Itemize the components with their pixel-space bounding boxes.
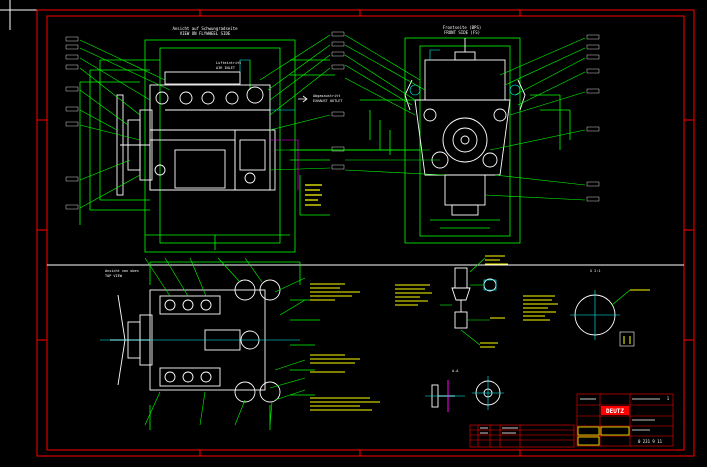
air-inlet-label: Lufteintritt	[216, 61, 241, 65]
title-block-brand: DEUTZ	[606, 408, 624, 415]
top-view-subtitle: TOP VIEW	[105, 274, 123, 278]
side-view-subtitle: VIEW ON FLYWHEEL SIDE	[180, 31, 231, 36]
sensor-detail	[440, 255, 508, 348]
exhaust-outlet-label: Abgasaustritt	[313, 94, 340, 98]
side-view-notes	[305, 184, 322, 206]
front-view-leaders	[344, 34, 586, 201]
front-view-subtitle: FRONT SIDE (FS)	[444, 30, 480, 35]
circle-detail-label: X 2:1	[590, 269, 601, 273]
side-view-title: Ansicht auf Schwungradseite	[172, 26, 238, 31]
side-view-callout-tags	[65, 31, 345, 210]
top-view-title: Ansicht von oben	[105, 269, 139, 273]
exhaust-arrow	[298, 95, 308, 103]
spec-note-block	[523, 295, 558, 321]
circle-detail: X 2:1	[570, 269, 650, 347]
front-view: Frontseite (BPS) FRONT SIDE (FS)	[295, 25, 571, 244]
front-view-callout-tags	[586, 34, 600, 202]
crosshair-cursor	[0, 0, 40, 30]
drawing-frame	[36, 9, 695, 457]
side-view: Ansicht auf Schwungradseite VIEW ON FLYW…	[79, 26, 400, 253]
top-view: Ansicht von oben TOP VIEW	[100, 261, 320, 430]
title-block: DEUTZ 0 231 9 11 1	[469, 393, 674, 448]
side-view-leaders	[79, 34, 331, 209]
air-inlet-label-en: AIR INLET	[216, 66, 236, 70]
top-view-leaders	[144, 257, 306, 426]
top-view-notes	[310, 283, 432, 411]
section-detail: A-A	[425, 369, 504, 412]
exhaust-outlet-label-en: EXHAUST OUTLET	[313, 99, 343, 103]
section-detail-label: A-A	[452, 369, 459, 373]
front-view-title: Frontseite (BPS)	[443, 25, 482, 30]
title-block-sheet: 1	[667, 396, 670, 401]
title-block-drawing-no: 0 231 9 11	[638, 439, 663, 444]
